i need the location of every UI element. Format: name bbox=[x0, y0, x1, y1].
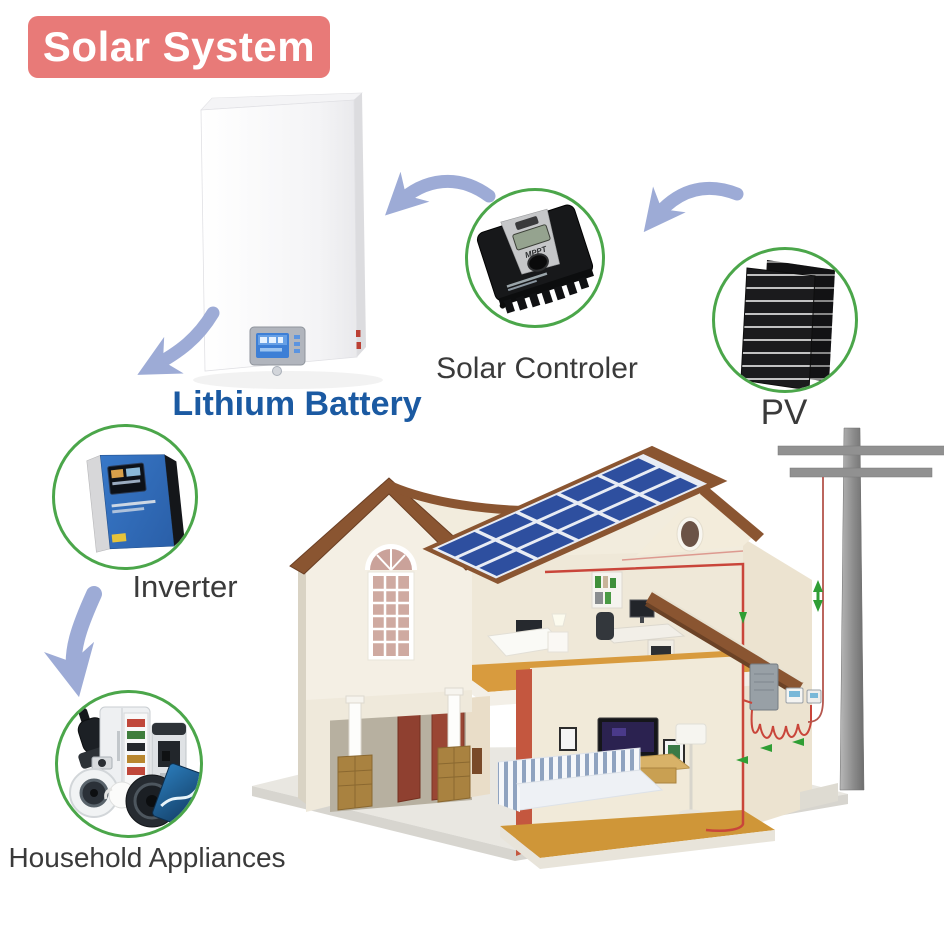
house-illustration bbox=[252, 445, 848, 869]
upstairs-furniture bbox=[486, 571, 686, 675]
dining-chair bbox=[472, 748, 482, 774]
pv-wiring bbox=[544, 562, 747, 832]
livingroom-floor-fascia bbox=[500, 826, 775, 869]
battery-terminal bbox=[356, 330, 361, 337]
battery-display bbox=[249, 326, 306, 366]
grid-wire bbox=[807, 477, 824, 723]
flow-arrow-down-icon bbox=[739, 612, 747, 624]
solar-roof bbox=[422, 445, 728, 584]
battery-side-face bbox=[354, 93, 366, 357]
battery-terminal bbox=[356, 342, 361, 349]
battery-power-button bbox=[272, 366, 282, 376]
office-chair bbox=[596, 612, 614, 640]
annex bbox=[644, 590, 822, 764]
nightstand bbox=[547, 631, 569, 653]
controller-fins bbox=[503, 276, 590, 314]
livingroom-floor bbox=[500, 810, 775, 858]
pole bbox=[839, 427, 865, 791]
solar-controller-circle: MPPT bbox=[465, 188, 605, 328]
arrow-battery-to-inverter bbox=[137, 306, 220, 375]
arrow-inverter-to-appliances bbox=[43, 586, 102, 698]
left-gable bbox=[299, 482, 478, 564]
pv-panel-image bbox=[740, 260, 835, 390]
grid-window bbox=[367, 571, 415, 661]
porch-left-pillar-wall bbox=[306, 710, 330, 812]
inverter-screen bbox=[107, 462, 147, 495]
page-title: Solar System bbox=[42, 23, 316, 70]
arched-window bbox=[365, 544, 417, 571]
power-pole bbox=[777, 427, 944, 791]
warning-sticker bbox=[111, 533, 127, 543]
grid-inverter-box bbox=[749, 663, 779, 711]
left-tower bbox=[289, 477, 490, 812]
appliances-label: Household Appliances bbox=[8, 842, 286, 873]
equipment-wiring bbox=[742, 699, 812, 740]
livingroom-furniture bbox=[496, 717, 707, 817]
battery-front-face bbox=[200, 99, 358, 372]
sofa-arm bbox=[498, 762, 520, 812]
arrow-controller-to-battery bbox=[385, 171, 496, 216]
arrow-pv-to-controller bbox=[643, 181, 744, 233]
pv-panel-front bbox=[740, 267, 816, 390]
appliances-circle bbox=[55, 690, 203, 838]
inverter-image bbox=[86, 454, 185, 553]
crossarm bbox=[777, 445, 944, 456]
picture-frame bbox=[559, 727, 577, 751]
porch-column bbox=[337, 695, 373, 811]
controller-knob bbox=[527, 253, 549, 272]
battery-label: Lithium Battery bbox=[172, 385, 422, 423]
red-door bbox=[397, 701, 421, 803]
controller-screen bbox=[512, 224, 551, 251]
flow-arrows bbox=[736, 738, 804, 764]
flow-arrow-updown-icon bbox=[813, 580, 823, 612]
trim-stripe bbox=[621, 550, 744, 561]
inverter-circle bbox=[52, 424, 198, 570]
controller-label: Solar Controler bbox=[436, 352, 638, 385]
controller-logo bbox=[515, 216, 539, 230]
table-lamp bbox=[551, 613, 567, 627]
side-step bbox=[800, 783, 838, 810]
right-roof-band bbox=[700, 482, 764, 542]
tower-left-sliver bbox=[298, 562, 306, 804]
solar-array bbox=[437, 458, 698, 577]
inverter-label: Inverter bbox=[132, 569, 238, 604]
pv-circle bbox=[712, 247, 858, 393]
appliances-image bbox=[69, 706, 200, 828]
lithium-battery-image bbox=[193, 92, 383, 389]
pv-label: PV bbox=[760, 393, 808, 432]
battery-shadow bbox=[193, 371, 383, 389]
crossarm bbox=[789, 467, 933, 478]
inverter-side-dark bbox=[164, 454, 185, 547]
porch-column bbox=[437, 687, 471, 803]
flow-arrows-blue bbox=[43, 171, 744, 698]
title-banner: Solar System bbox=[28, 16, 330, 78]
floor-lamp-shade bbox=[675, 723, 707, 745]
solar-controller-image: MPPT bbox=[476, 204, 594, 314]
